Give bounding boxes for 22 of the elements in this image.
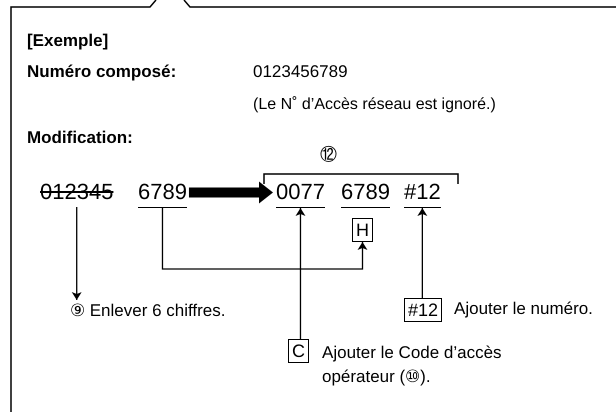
digits-text: 0077 [276,181,325,208]
digits-text: 6789 [138,181,187,208]
instruction-text: ⑨ Enlever 6 chiffres. [70,302,226,319]
title-text: [Exemple] [27,32,108,49]
field-label: Numéro composé: [27,63,176,80]
arrow [162,208,368,270]
arrow [417,208,428,298]
block-arrow [188,182,273,204]
callout-number: ⑫ [320,146,337,163]
arrow [295,208,306,339]
digits-text: #12 [404,181,441,208]
instruction-text: Ajouter le numéro. [454,300,593,317]
digits-text: 6789 [341,181,390,208]
arrow [72,207,82,300]
key-box: H [352,218,373,242]
phone-number-text: 0123456789 [253,63,348,80]
digits-text: 012345 [40,181,114,207]
key-box: C [288,339,309,363]
key-box: #12 [404,298,442,322]
note-text: (Le N˚ d’Accès réseau est ignoré.) [253,97,496,113]
instruction-text: Ajouter le Code d’accès opérateur (⑩). [322,342,503,388]
section-label: Modification: [27,129,133,146]
